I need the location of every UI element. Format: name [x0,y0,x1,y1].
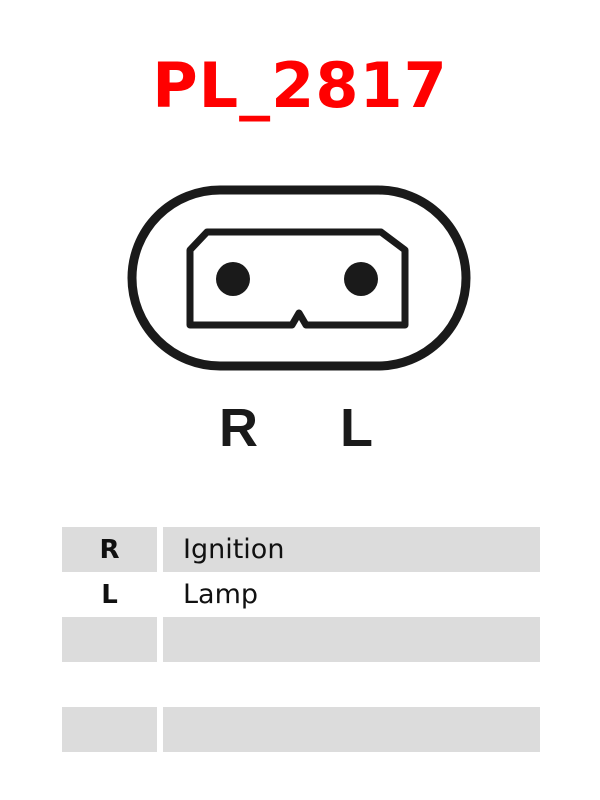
pin-r-dot [216,262,250,296]
function-cell [163,707,540,752]
connector-socket-outline [186,228,409,329]
connector-diagram [127,185,471,371]
table-row: R Ignition [62,527,540,572]
function-cell: Ignition [163,527,540,572]
connector-housing-outline [127,185,471,371]
function-cell [163,662,540,707]
table-row [62,707,540,752]
pin-function-table: R Ignition L Lamp [62,527,540,752]
table-row: L Lamp [62,572,540,617]
pin-cell [62,617,157,662]
pin-label-r: R [219,398,258,458]
function-cell [163,617,540,662]
function-cell: Lamp [183,579,259,610]
table-row [62,662,540,707]
pin-cell: R [62,527,157,572]
pin-cell: L [101,579,118,610]
table-row [62,617,540,662]
pin-cell [62,662,157,707]
pin-label-l: L [340,398,373,458]
pin-cell [62,707,157,752]
part-number-title: PL_2817 [152,49,448,122]
pin-l-dot [344,262,378,296]
